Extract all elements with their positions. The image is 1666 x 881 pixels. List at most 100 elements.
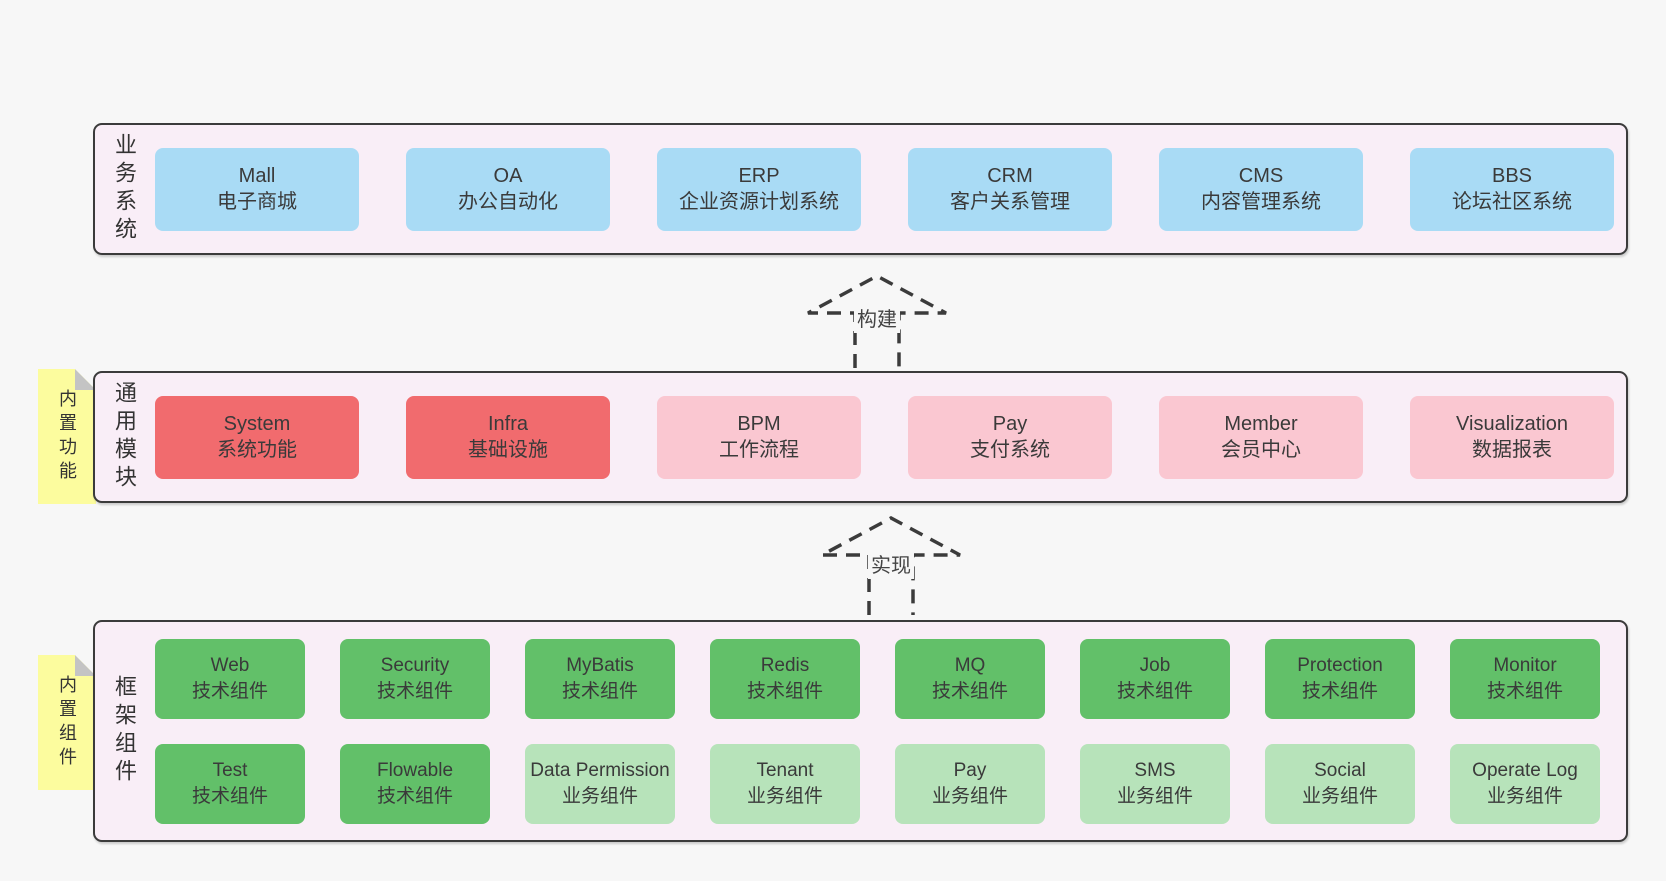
component-description: 技术组件 — [1116, 680, 1193, 702]
component-box-bpm: BPM 工作流程 — [657, 395, 861, 479]
component-box-mybatis: MyBatis 技术组件 — [525, 638, 675, 719]
component-description: 技术组件 — [746, 680, 823, 702]
component-description: 企业资源计划系统 — [679, 191, 839, 213]
component-description: 系统功能 — [217, 439, 297, 461]
component-box-pay: Pay 业务组件 — [895, 743, 1045, 824]
band-label-common-modules: 通用模块 — [112, 381, 137, 493]
component-name: Visualization — [1456, 412, 1568, 435]
component-name: Test — [212, 760, 248, 782]
component-box-tenant: Tenant 业务组件 — [710, 743, 860, 824]
component-description: 技术组件 — [376, 785, 453, 807]
band-label-framework-components: 框架组件 — [112, 675, 137, 787]
component-box-system: System 系统功能 — [155, 395, 359, 479]
component-description: 业务组件 — [1486, 785, 1563, 807]
component-box-operate-log: Operate Log 业务组件 — [1450, 743, 1600, 824]
component-description: 技术组件 — [191, 680, 268, 702]
component-description: 客户关系管理 — [950, 191, 1070, 213]
component-name: MyBatis — [566, 655, 634, 677]
component-name: Tenant — [756, 760, 814, 782]
component-name: CMS — [1238, 164, 1284, 187]
component-name: Security — [380, 655, 450, 677]
component-name: Web — [210, 655, 250, 677]
component-description: 业务组件 — [931, 785, 1008, 807]
component-name: SMS — [1134, 760, 1176, 782]
component-box-social: Social 业务组件 — [1265, 743, 1415, 824]
component-description: 技术组件 — [191, 785, 268, 807]
component-box-security: Security 技术组件 — [340, 638, 490, 719]
component-description: 技术组件 — [1301, 680, 1378, 702]
component-name: Pay — [992, 412, 1028, 435]
band-label-business-systems: 业务系统 — [112, 133, 137, 245]
component-box-mq: MQ 技术组件 — [895, 638, 1045, 719]
component-description: 论坛社区系统 — [1452, 191, 1572, 213]
arrow-label: 实现 — [868, 548, 914, 579]
component-box-sms: SMS 业务组件 — [1080, 743, 1230, 824]
component-name: Monitor — [1493, 655, 1557, 677]
component-name: Data Permission — [530, 760, 670, 782]
component-name: Infra — [487, 412, 529, 435]
arrow-build: 构建 — [805, 273, 949, 368]
component-box-redis: Redis 技术组件 — [710, 638, 860, 719]
component-box-mall: Mall 电子商城 — [155, 147, 359, 231]
component-description: 业务组件 — [746, 785, 823, 807]
component-name: Social — [1314, 760, 1366, 782]
component-name: Flowable — [376, 760, 454, 782]
component-description: 支付系统 — [970, 439, 1050, 461]
component-description: 业务组件 — [1116, 785, 1193, 807]
component-box-pay: Pay 支付系统 — [908, 395, 1112, 479]
component-description: 业务组件 — [561, 785, 638, 807]
component-box-monitor: Monitor 技术组件 — [1450, 638, 1600, 719]
arrow-implement: 实现 — [819, 515, 963, 615]
band-common-modules: 通用模块 System 系统功能 Infra 基础设施 BPM 工作流程 Pay 支付系统 Me… — [93, 371, 1628, 503]
component-description: 电子商城 — [217, 191, 297, 213]
arrow-label: 构建 — [854, 302, 900, 333]
component-description: 业务组件 — [1301, 785, 1378, 807]
component-box-crm: CRM 客户关系管理 — [908, 147, 1112, 231]
component-name: Member — [1224, 412, 1298, 435]
sticky-note-built-in-components: 内置组件 — [38, 655, 96, 790]
component-name: OA — [493, 164, 523, 187]
component-box-flowable: Flowable 技术组件 — [340, 743, 490, 824]
component-name: Protection — [1297, 655, 1383, 677]
component-box-data-permission: Data Permission 业务组件 — [525, 743, 675, 824]
band-rows: Mall 电子商城 OA 办公自动化 ERP 企业资源计划系统 CRM 客户关系管理 CMS 内容… — [155, 125, 1614, 253]
component-name: BBS — [1491, 164, 1533, 187]
component-box-infra: Infra 基础设施 — [406, 395, 610, 479]
sticky-note-label: 内置组件 — [57, 674, 77, 771]
component-name: System — [223, 412, 291, 435]
component-name: BPM — [737, 412, 781, 435]
component-description: 办公自动化 — [458, 191, 558, 213]
component-box-web: Web 技术组件 — [155, 638, 305, 719]
component-box-cms: CMS 内容管理系统 — [1159, 147, 1363, 231]
component-name: ERP — [738, 164, 780, 187]
component-name: Operate Log — [1472, 760, 1578, 782]
sticky-note-label: 内置功能 — [57, 388, 77, 485]
component-description: 技术组件 — [561, 680, 638, 702]
component-name: Redis — [760, 655, 810, 677]
component-name: CRM — [987, 164, 1033, 187]
component-description: 数据报表 — [1472, 439, 1552, 461]
component-name: Mall — [238, 164, 276, 187]
component-box-oa: OA 办公自动化 — [406, 147, 610, 231]
component-box-protection: Protection 技术组件 — [1265, 638, 1415, 719]
component-description: 工作流程 — [719, 439, 799, 461]
component-box-test: Test 技术组件 — [155, 743, 305, 824]
component-box-bbs: BBS 论坛社区系统 — [1410, 147, 1614, 231]
component-description: 技术组件 — [376, 680, 453, 702]
component-description: 技术组件 — [931, 680, 1008, 702]
component-description: 内容管理系统 — [1201, 191, 1321, 213]
band-business-systems: 业务系统 Mall 电子商城 OA 办公自动化 ERP 企业资源计划系统 CRM 客户关系管理… — [93, 123, 1628, 255]
component-description: 基础设施 — [468, 439, 548, 461]
component-description: 技术组件 — [1486, 680, 1563, 702]
component-name: MQ — [954, 655, 986, 677]
component-name: Pay — [953, 760, 987, 782]
component-row: Mall 电子商城 OA 办公自动化 ERP 企业资源计划系统 CRM 客户关系管理 CMS 内容… — [155, 147, 1614, 231]
